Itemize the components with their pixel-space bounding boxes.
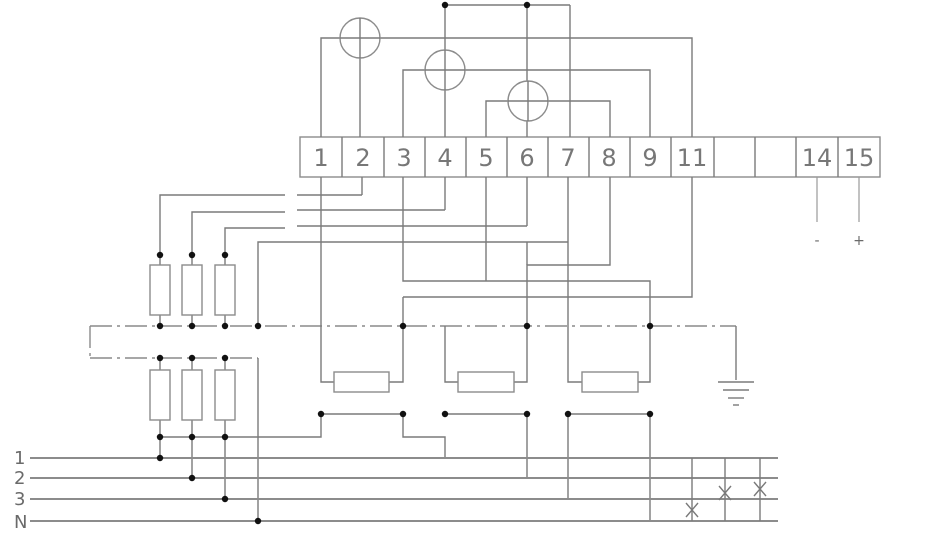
meter-coil-icon: [339, 17, 381, 59]
meter-coil-icon: [507, 80, 549, 122]
lower-resistor-bank: [149, 358, 236, 499]
terminal-label-7: 7: [560, 144, 575, 172]
reference-lines: [89, 325, 736, 359]
terminal-label-6: 6: [519, 144, 534, 172]
supply-line-bus: 1 2 3 N: [14, 448, 778, 533]
supply-line-label-2: 2: [14, 468, 25, 489]
terminal-label-15: 15: [844, 144, 875, 172]
resistor-icon: [149, 369, 171, 421]
resistor-icon: [214, 369, 236, 421]
junction-dot-icon: [156, 251, 654, 525]
resistor-icon: [581, 371, 639, 393]
top-coil-wiring: [320, 4, 693, 137]
fuse-icon: [718, 485, 732, 501]
fuse-icon: [685, 502, 699, 518]
fuses: [691, 458, 761, 521]
resistor-icon: [214, 264, 236, 316]
ct-resistors: [333, 371, 639, 393]
ground-icon: [718, 381, 754, 406]
terminal-label-8: 8: [601, 144, 616, 172]
terminal-label-11: 11: [677, 144, 708, 172]
terminal-label-3: 3: [396, 144, 411, 172]
ct-wiring: [257, 177, 737, 521]
terminal-label-9: 9: [642, 144, 657, 172]
top-junction-dots: [441, 1, 531, 9]
meter-coil-icon: [424, 49, 466, 91]
terminal-label-4: 4: [437, 144, 452, 172]
resistor-icon: [181, 264, 203, 316]
supply-links: [160, 413, 651, 521]
pulse-output: - +: [814, 177, 865, 249]
terminal-label-5: 5: [478, 144, 493, 172]
terminal-label-2: 2: [355, 144, 370, 172]
supply-line-label-3: 3: [14, 489, 25, 510]
upper-resistor-bank: [149, 255, 236, 326]
supply-line-label-1: 1: [14, 448, 25, 469]
resistor-icon: [149, 264, 171, 316]
output-plus-sign: +: [853, 233, 865, 249]
resistor-icon: [181, 369, 203, 421]
terminal-label-1: 1: [313, 144, 328, 172]
supply-line-label-n: N: [14, 512, 27, 533]
terminal-label-14: 14: [802, 144, 833, 172]
resistor-icon: [457, 371, 515, 393]
output-minus-sign: -: [814, 233, 819, 249]
terminal-block: 1 2 3 4 5 6 7 8 9 11 14 15: [299, 136, 881, 178]
resistor-icon: [333, 371, 390, 393]
fuse-icon: [753, 481, 767, 497]
